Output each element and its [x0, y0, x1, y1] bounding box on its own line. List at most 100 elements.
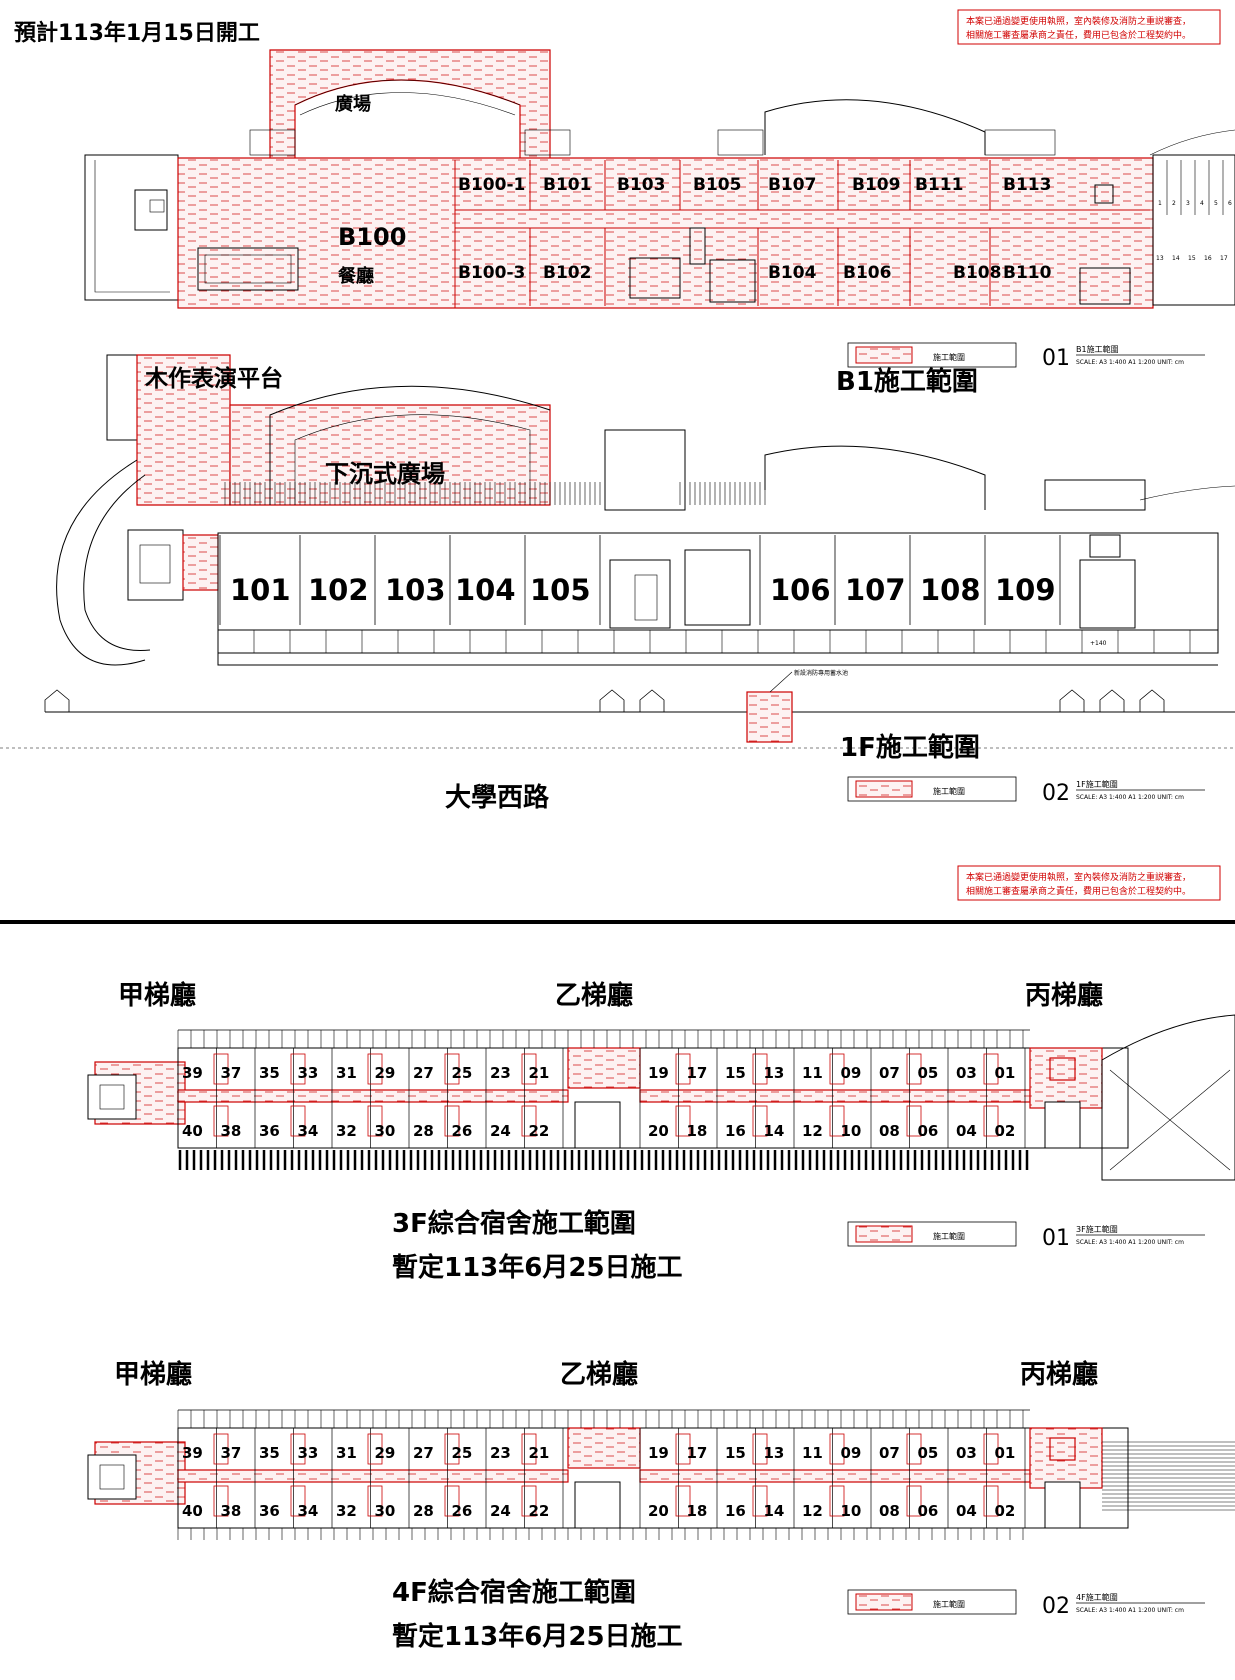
b1-parking-bottom-4: 17: [1220, 255, 1228, 262]
b1-room-bottom-5: B110: [1003, 263, 1052, 283]
f1-hydrant-note: 新設消防專用蓄水池: [794, 669, 848, 677]
f3-room-12: 12: [802, 1122, 823, 1140]
f4-room-32: 32: [336, 1502, 357, 1520]
f1-room-106: 106: [770, 573, 831, 607]
f4-room-23: 23: [490, 1444, 511, 1462]
b1-room-top-7: B113: [1003, 175, 1051, 195]
f3-subtitle: 暫定113年6月25日施工: [392, 1252, 683, 1283]
notice2-line-2: 相關施工審查屬承商之責任，費用已包含於工程契約中。: [966, 885, 1191, 897]
f4-room-38: 38: [221, 1502, 242, 1520]
f4-room-28: 28: [413, 1502, 434, 1520]
f4-room-06: 06: [918, 1502, 939, 1520]
b1-parking-top-1: 2: [1172, 200, 1176, 207]
f3-room-21: 21: [529, 1064, 550, 1082]
f3-scale-name: 3F施工範圍: [1076, 1224, 1118, 1234]
f1-scale-text: SCALE: A3 1:400 A1 1:200 UNIT: cm: [1076, 794, 1184, 801]
f1-room-101: 101: [230, 573, 291, 607]
f3-room-27: 27: [413, 1064, 434, 1082]
f1-water-tank: [746, 691, 793, 743]
f4-room-22: 22: [529, 1502, 550, 1520]
f4-room-08: 08: [879, 1502, 900, 1520]
f4-room-19: 19: [648, 1444, 669, 1462]
b1-parking-bottom-0: 13: [1156, 255, 1164, 262]
f4-hall-b: 乙梯廳: [560, 1359, 638, 1390]
f4-room-13: 13: [764, 1444, 785, 1462]
f3-room-34: 34: [298, 1122, 319, 1140]
f4-subtitle: 暫定113年6月25日施工: [392, 1621, 683, 1652]
f3-hall-c: 丙梯廳: [1025, 980, 1103, 1011]
f1-scale-name: 1F施工範圍: [1076, 779, 1118, 789]
f3-room-24: 24: [490, 1122, 511, 1140]
notice-box-bottom: 本案已通過變更使用執照，室內裝修及消防之重説審查， 相關施工審查屬承商之責任，費…: [957, 865, 1221, 901]
f3-room-32: 32: [336, 1122, 357, 1140]
b1-scale-name: B1施工範圍: [1076, 344, 1119, 354]
f4-room-21: 21: [529, 1444, 550, 1462]
f1-legend-label: 施工範圍: [933, 786, 965, 796]
f1-stage-label: 木作表演平台: [144, 365, 283, 392]
f3-hall-a: 甲梯廳: [118, 980, 196, 1011]
f4-hall-a: 甲梯廳: [114, 1359, 192, 1390]
f1-room-103: 103: [385, 573, 446, 607]
b1-room-bottom-0: B100-3: [458, 263, 525, 283]
f1-level-mark: +140: [1090, 640, 1107, 647]
notice-line-1: 本案已通過變更使用執照，室內裝修及消防之重説審查，: [966, 15, 1191, 27]
f4-room-05: 05: [918, 1444, 939, 1462]
b1-room-top-2: B103: [617, 175, 665, 195]
f4-scale-text: SCALE: A3 1:400 A1 1:200 UNIT: cm: [1076, 1607, 1184, 1614]
f3-room-22: 22: [529, 1122, 550, 1140]
f4-room-14: 14: [764, 1502, 785, 1520]
f4-room-20: 20: [648, 1502, 669, 1520]
b1-main-room: B100: [338, 223, 406, 251]
b1-parking-top-3: 4: [1200, 200, 1204, 207]
f4-room-27: 27: [413, 1444, 434, 1462]
f3-room-02: 02: [995, 1122, 1016, 1140]
f4-hall-c: 丙梯廳: [1020, 1359, 1098, 1390]
f4-room-16: 16: [725, 1502, 746, 1520]
b1-room-top-4: B107: [768, 175, 816, 195]
b1-plaza-label: 廣場: [335, 93, 371, 115]
f4-room-10: 10: [841, 1502, 862, 1520]
b1-parking-top-5: 6: [1228, 200, 1232, 207]
f1-scale-number: 02: [1042, 781, 1070, 806]
f4-room-39: 39: [182, 1444, 203, 1462]
f3-room-14: 14: [764, 1122, 785, 1140]
b1-room-top-0: B100-1: [458, 175, 525, 195]
f3-room-11: 11: [802, 1064, 823, 1082]
b1-room-bottom-4: B108: [953, 263, 1001, 283]
b1-main-room-sub: 餐廳: [337, 265, 374, 287]
f1-room-107: 107: [845, 573, 906, 607]
f3-room-15: 15: [725, 1064, 746, 1082]
b1-room-bottom-1: B102: [543, 263, 591, 283]
b1-room-bottom-3: B106: [843, 263, 891, 283]
f4-room-17: 17: [687, 1444, 708, 1462]
b1-parking-bottom-1: 14: [1172, 255, 1180, 262]
f3-hall-b: 乙梯廳: [555, 980, 633, 1011]
f4-room-36: 36: [259, 1502, 280, 1520]
b1-legend: 施工範圍 01 B1施工範圍 SCALE: A3 1:400 A1 1:200 …: [847, 342, 1205, 371]
f4-room-30: 30: [375, 1502, 396, 1520]
f4-legend: 施工範圍 02 4F施工範圍 SCALE: A3 1:400 A1 1:200 …: [847, 1589, 1205, 1619]
f3-room-20: 20: [648, 1122, 669, 1140]
f3-legend-label: 施工範圍: [933, 1231, 965, 1241]
f3-room-36: 36: [259, 1122, 280, 1140]
f4-room-26: 26: [452, 1502, 473, 1520]
f3-room-13: 13: [764, 1064, 785, 1082]
f3-room-37: 37: [221, 1064, 242, 1082]
b1-parking-top-2: 3: [1186, 200, 1190, 207]
b1-legend-label: 施工範圍: [933, 352, 965, 362]
f3-room-35: 35: [259, 1064, 280, 1082]
f4-room-03: 03: [956, 1444, 977, 1462]
f3-room-38: 38: [221, 1122, 242, 1140]
b1-plaza-area: [269, 49, 551, 161]
f3-room-01: 01: [995, 1064, 1016, 1082]
f3-room-23: 23: [490, 1064, 511, 1082]
f3-room-40: 40: [182, 1122, 203, 1140]
b1-room-top-1: B101: [543, 175, 591, 195]
b1-parking-bottom-3: 16: [1204, 255, 1212, 262]
b1-room-top-5: B109: [852, 175, 900, 195]
b1-scale-number: 01: [1042, 346, 1070, 371]
f3-room-18: 18: [687, 1122, 708, 1140]
f3-room-25: 25: [452, 1064, 473, 1082]
